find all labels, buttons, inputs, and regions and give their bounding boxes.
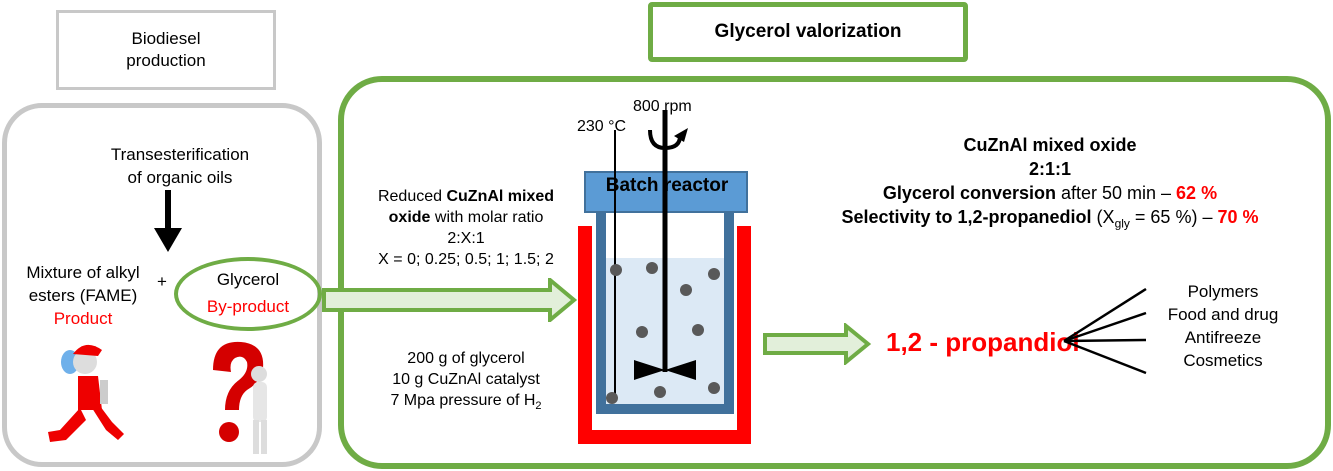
batch-reactor-diagram (578, 110, 751, 444)
reaction-conditions: 200 g of glycerol 10 g CuZnAl catalyst 7… (350, 348, 582, 417)
impeller-right (665, 360, 696, 380)
product-name: 1,2 - propandiol (886, 327, 1080, 357)
catalyst-particles (606, 262, 720, 404)
use-cosmetics: Cosmetics (1183, 351, 1263, 370)
step-line2: of organic oils (127, 168, 233, 187)
selectivity-sub: gly (1114, 216, 1130, 231)
down-arrow-icon (154, 190, 182, 252)
molar-ratio: 2:X:1 (447, 230, 485, 247)
result-catalyst-ratio: 2:1:1 (1028, 159, 1072, 179)
step-line1: Transesterification (110, 145, 250, 164)
reactor-label: Batch reactor (605, 175, 729, 196)
valorization-title-box: Glycerol valorization (648, 2, 968, 62)
condition-catalyst: 10 g CuZnAl catalyst (392, 371, 540, 388)
glycerol-ellipse (174, 257, 322, 331)
heating-jacket-right (737, 226, 751, 444)
valorization-panel (338, 76, 1331, 469)
temperature-label: 230 °C (577, 118, 627, 135)
selectivity-close: = 65 %) – (1129, 207, 1218, 227)
rotation-arrow-icon (648, 129, 682, 151)
heating-jacket-left (578, 226, 592, 444)
product-tag: Product (53, 309, 113, 328)
product-uses-branch-lines (1063, 287, 1147, 375)
fame-label: Mixture of alkyl esters (FAME) Product (8, 261, 158, 330)
biodiesel-title-line2: production (126, 51, 206, 70)
heating-jacket-bottom (578, 430, 751, 444)
fame-line2: esters (FAME) (28, 286, 138, 305)
condition-pressure: 7 Mpa pressure of H (390, 392, 536, 409)
arrow-to-reactor-icon (322, 278, 578, 322)
use-antifreeze: Antifreeze (1184, 328, 1262, 347)
use-polymers: Polymers (1187, 282, 1259, 301)
results-block: CuZnAl mixed oxide 2:1:1 Glycerol conver… (790, 133, 1310, 236)
catalyst-bold1: CuZnAl mixed (446, 188, 555, 205)
arrow-to-product-icon (763, 323, 872, 365)
conversion-value: 62 % (1176, 183, 1218, 203)
selectivity-label: Selectivity to 1,2-propanediol (841, 207, 1092, 227)
question-person-icon (213, 341, 267, 454)
fame-line1: Mixture of alkyl (26, 263, 140, 282)
catalyst-suffix: with molar ratio (430, 209, 544, 226)
catalyst-prefix: Reduced (377, 188, 447, 205)
selectivity-open: (X (1091, 207, 1115, 227)
selectivity-value: 70 % (1217, 207, 1259, 227)
biodiesel-title-line1: Biodiesel (131, 29, 201, 48)
catalyst-description: Reduced CuZnAl mixed oxide with molar ra… (350, 186, 582, 270)
transesterification-label: Transesterification of organic oils (70, 143, 290, 189)
catalyst-bold2: oxide (388, 209, 431, 226)
result-catalyst-name: CuZnAl mixed oxide (963, 135, 1137, 155)
product-uses-list: Polymers Food and drug Antifreeze Cosmet… (1148, 280, 1298, 372)
glycerol-text: Glycerol (216, 270, 280, 289)
glycerol-label: Glycerol By-product (176, 268, 320, 318)
x-values: X = 0; 0.25; 0.5; 1; 1.5; 2 (378, 251, 554, 268)
biodiesel-title-box: Biodiesel production (56, 10, 276, 90)
plus-sign: + (157, 272, 167, 291)
conversion-label: Glycerol conversion (882, 183, 1056, 203)
condition-pressure-sub: 2 (535, 400, 542, 413)
use-food-and-drug: Food and drug (1167, 305, 1279, 324)
byproduct-tag: By-product (206, 297, 290, 316)
stirring-speed-label: 800 rpm (633, 98, 692, 115)
impeller-left (634, 360, 665, 380)
running-person-icon (48, 344, 124, 442)
conversion-text: after 50 min – (1055, 183, 1177, 203)
condition-glycerol: 200 g of glycerol (407, 350, 525, 367)
valorization-title: Glycerol valorization (714, 21, 902, 42)
